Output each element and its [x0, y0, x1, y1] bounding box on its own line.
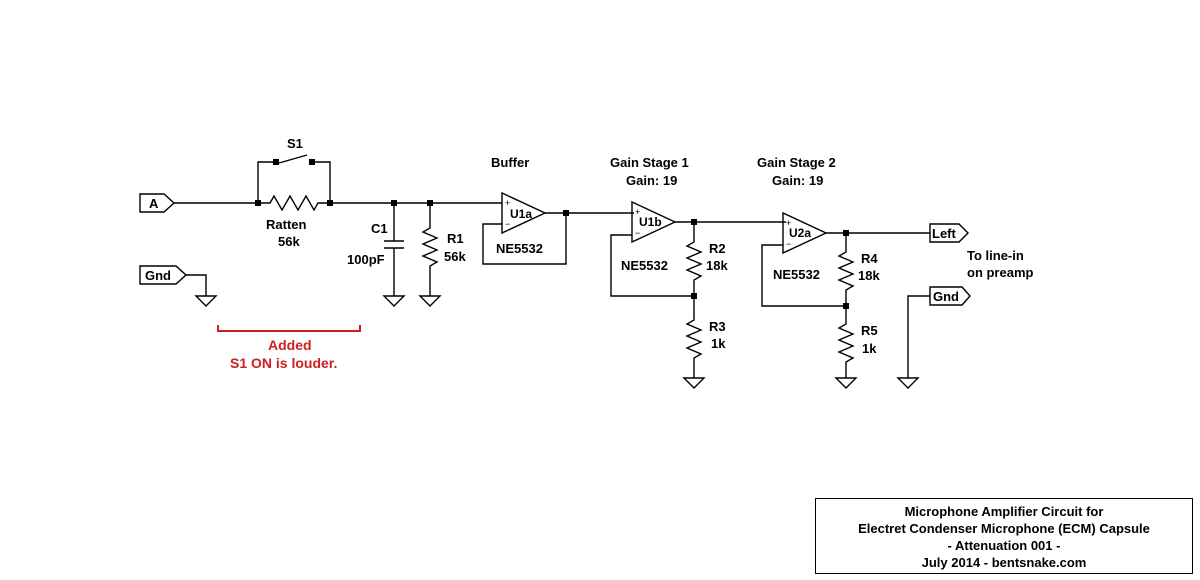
- title-line2: Electret Condenser Microphone (ECM) Caps…: [858, 521, 1150, 536]
- gnd-left-label: Gnd: [145, 268, 171, 283]
- input-port-a: A: [139, 193, 176, 213]
- output-port-label: Left: [932, 226, 957, 241]
- capacitor-c1: C1 100pF: [347, 203, 406, 307]
- title-line3: - Attenuation 001 -: [947, 538, 1061, 553]
- added-annotation: Added S1 ON is louder.: [217, 325, 361, 371]
- switch-s1: S1: [257, 136, 331, 203]
- ratten-value: 56k: [278, 234, 300, 249]
- gain2-label: Gain Stage 2: [757, 155, 836, 170]
- title-line1: Microphone Amplifier Circuit for: [904, 504, 1104, 519]
- svg-text:−: −: [635, 228, 640, 238]
- ratten-label: Ratten: [266, 217, 307, 232]
- svg-text:−: −: [786, 239, 791, 249]
- input-port-label: A: [149, 196, 159, 211]
- title-block: Microphone Amplifier Circuit for Electre…: [815, 498, 1193, 574]
- gnd-port-left: Gnd: [139, 265, 218, 307]
- resistor-r3: R3 1k: [682, 296, 726, 389]
- opamp-u1b: + − U1b NE5532 Gain Stage 1 Gain: 19: [610, 155, 786, 297]
- annotation-line2: S1 ON is louder.: [230, 355, 337, 371]
- r4-value: 18k: [858, 268, 880, 283]
- r4-label: R4: [861, 251, 878, 266]
- svg-text:+: +: [786, 218, 791, 228]
- r3-label: R3: [709, 319, 726, 334]
- s1-label: S1: [287, 136, 303, 151]
- u2a-part: NE5532: [773, 267, 820, 282]
- output-note-line2: on preamp: [967, 265, 1034, 280]
- gain2-value: Gain: 19: [772, 173, 823, 188]
- r2-label: R2: [709, 241, 726, 256]
- gain1-value: Gain: 19: [626, 173, 677, 188]
- r2-value: 18k: [706, 258, 728, 273]
- svg-text:−: −: [505, 219, 510, 229]
- u1b-part: NE5532: [621, 258, 668, 273]
- annotation-line1: Added: [268, 337, 312, 353]
- r5-value: 1k: [862, 341, 877, 356]
- svg-text:+: +: [635, 207, 640, 217]
- resistor-ratten: Ratten 56k: [255, 194, 333, 249]
- u1b-label: U1b: [639, 215, 662, 229]
- output-note-line1: To line-in: [967, 248, 1024, 263]
- u1a-part: NE5532: [496, 241, 543, 256]
- c1-value: 100pF: [347, 252, 385, 267]
- resistor-r5: R5 1k: [834, 306, 878, 389]
- u1a-label: U1a: [510, 207, 532, 221]
- title-line4: July 2014 - bentsnake.com: [921, 555, 1087, 570]
- gain1-label: Gain Stage 1: [610, 155, 689, 170]
- svg-text:+: +: [505, 198, 510, 208]
- buffer-label: Buffer: [491, 155, 529, 170]
- resistor-r1: R1 56k: [418, 203, 466, 307]
- resistor-r4: R4 18k: [837, 233, 880, 309]
- c1-label: C1: [371, 221, 388, 236]
- r3-value: 1k: [711, 336, 726, 351]
- u2a-label: U2a: [789, 226, 811, 240]
- resistor-r2: R2 18k: [685, 222, 728, 299]
- output-port-left: Left To line-in on preamp: [929, 223, 1034, 280]
- r1-label: R1: [447, 231, 464, 246]
- r1-value: 56k: [444, 249, 466, 264]
- gnd-port-right: Gnd: [896, 286, 971, 389]
- opamp-u2a: + − U2a NE5532 Gain Stage 2 Gain: 19: [757, 155, 930, 307]
- r5-label: R5: [861, 323, 878, 338]
- opamp-u1a: + − U1a NE5532 Buffer: [482, 155, 634, 265]
- gnd-right-label: Gnd: [933, 289, 959, 304]
